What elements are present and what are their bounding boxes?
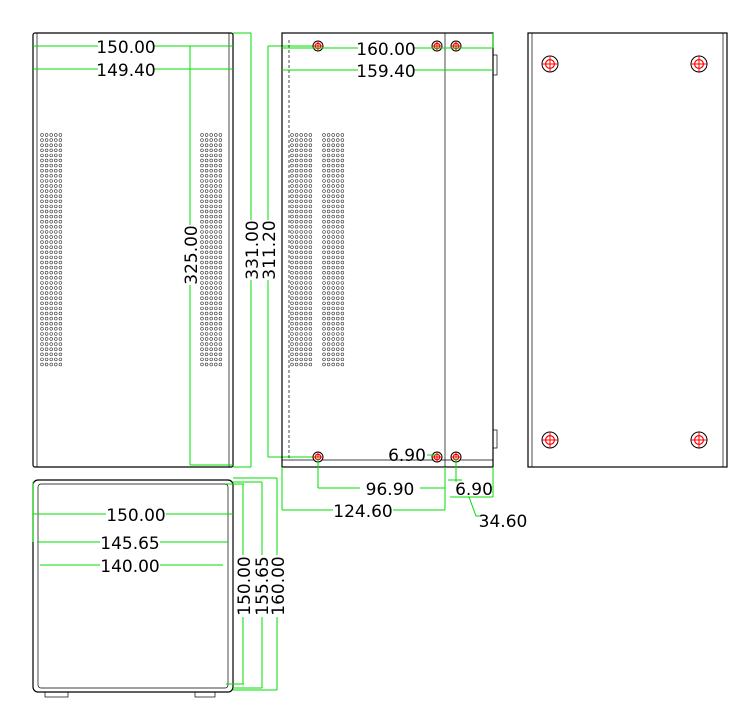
dim-hole-offset-bottom: 6.90 [455, 480, 493, 500]
dim-side-width-inner: 159.40 [356, 62, 415, 82]
dim-left-height-inner: 325.00 [182, 225, 202, 284]
vent-holes [40, 133, 223, 367]
dim-left-width-inner: 149.40 [96, 61, 155, 81]
dim-hole-offset-top: 6.90 [388, 446, 426, 466]
left-view-dimensions: 150.00 149.40 325.00 331.00 311.20 [33, 32, 318, 468]
dim-front-height-outer: 160.00 [269, 556, 289, 615]
vent-holes [290, 133, 345, 367]
dim-hole-height: 311.20 [260, 220, 280, 279]
dim-front-height-inner: 150.00 [235, 556, 255, 615]
dim-front-width-inner: 140.00 [100, 557, 159, 577]
dim-panel-width: 124.60 [333, 502, 392, 522]
dim-front-width-mid: 145.65 [100, 534, 159, 554]
dim-hole-spacing: 96.90 [366, 480, 415, 500]
front-view-dimensions: 150.00 145.65 140.00 150.00 155.65 160.0… [32, 477, 289, 691]
front-view [32, 479, 234, 698]
dim-side-width-outer: 160.00 [356, 40, 415, 60]
dim-flange-width: 34.60 [479, 512, 528, 532]
back-view [527, 32, 728, 468]
dim-left-width-outer: 150.00 [96, 38, 155, 58]
side-view [281, 32, 498, 468]
left-view [32, 32, 234, 468]
mounting-holes [312, 40, 462, 463]
dim-front-width-outer: 150.00 [106, 506, 165, 526]
mounting-holes [541, 55, 708, 449]
dim-left-height-outer: 331.00 [243, 220, 263, 279]
dim-front-height-mid: 155.65 [253, 556, 273, 615]
side-view-dimensions: 160.00 159.40 6.90 96.90 6.90 124.60 34.… [281, 33, 528, 532]
